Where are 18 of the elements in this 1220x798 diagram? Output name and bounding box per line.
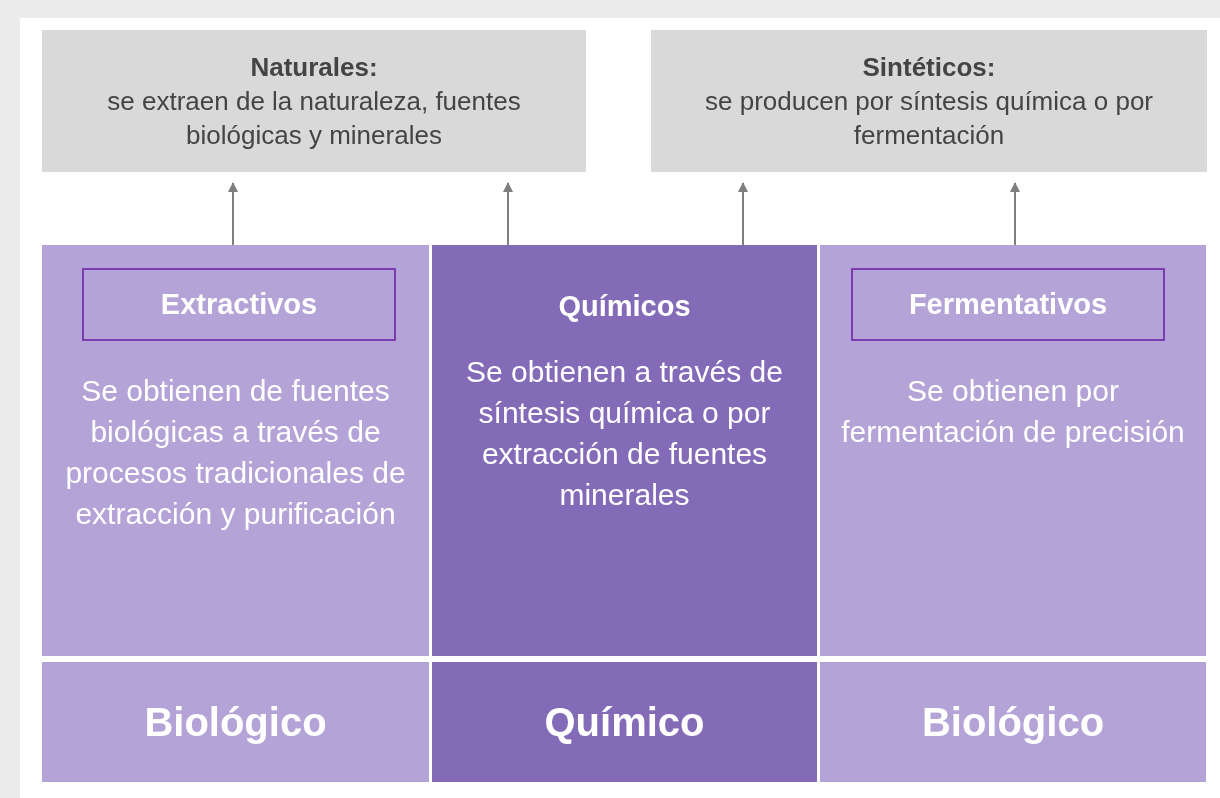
arrow — [228, 182, 238, 246]
category-cell: Químico — [432, 662, 817, 782]
arrow — [503, 182, 513, 246]
description-text: Se obtienen a través de síntesis química o por extracción de fuentes minerales — [465, 354, 784, 513]
description-text: Se obtienen de fuentes biológicas a través de procesos tradicionales de extracción y purificación — [64, 373, 407, 532]
column-heading: Químicos — [558, 290, 691, 323]
heading-box: Fermentativos — [851, 268, 1165, 341]
heading-box: Extractivos — [82, 268, 396, 341]
arrow — [1010, 182, 1020, 246]
arrow — [738, 182, 748, 246]
description-text: Se obtienen por fermentación de precisión — [840, 373, 1186, 450]
category-box: Sintéticos: se producen por síntesis química o por fermentación — [651, 30, 1207, 172]
category-cell: Biológico — [42, 662, 429, 782]
column-panel — [42, 245, 429, 656]
category-cell: Biológico — [820, 662, 1206, 782]
column-panel — [432, 245, 817, 656]
category-box: Naturales: se extraen de la naturaleza, fuentes biológicas y minerales — [42, 30, 586, 172]
column-panel — [820, 245, 1206, 656]
